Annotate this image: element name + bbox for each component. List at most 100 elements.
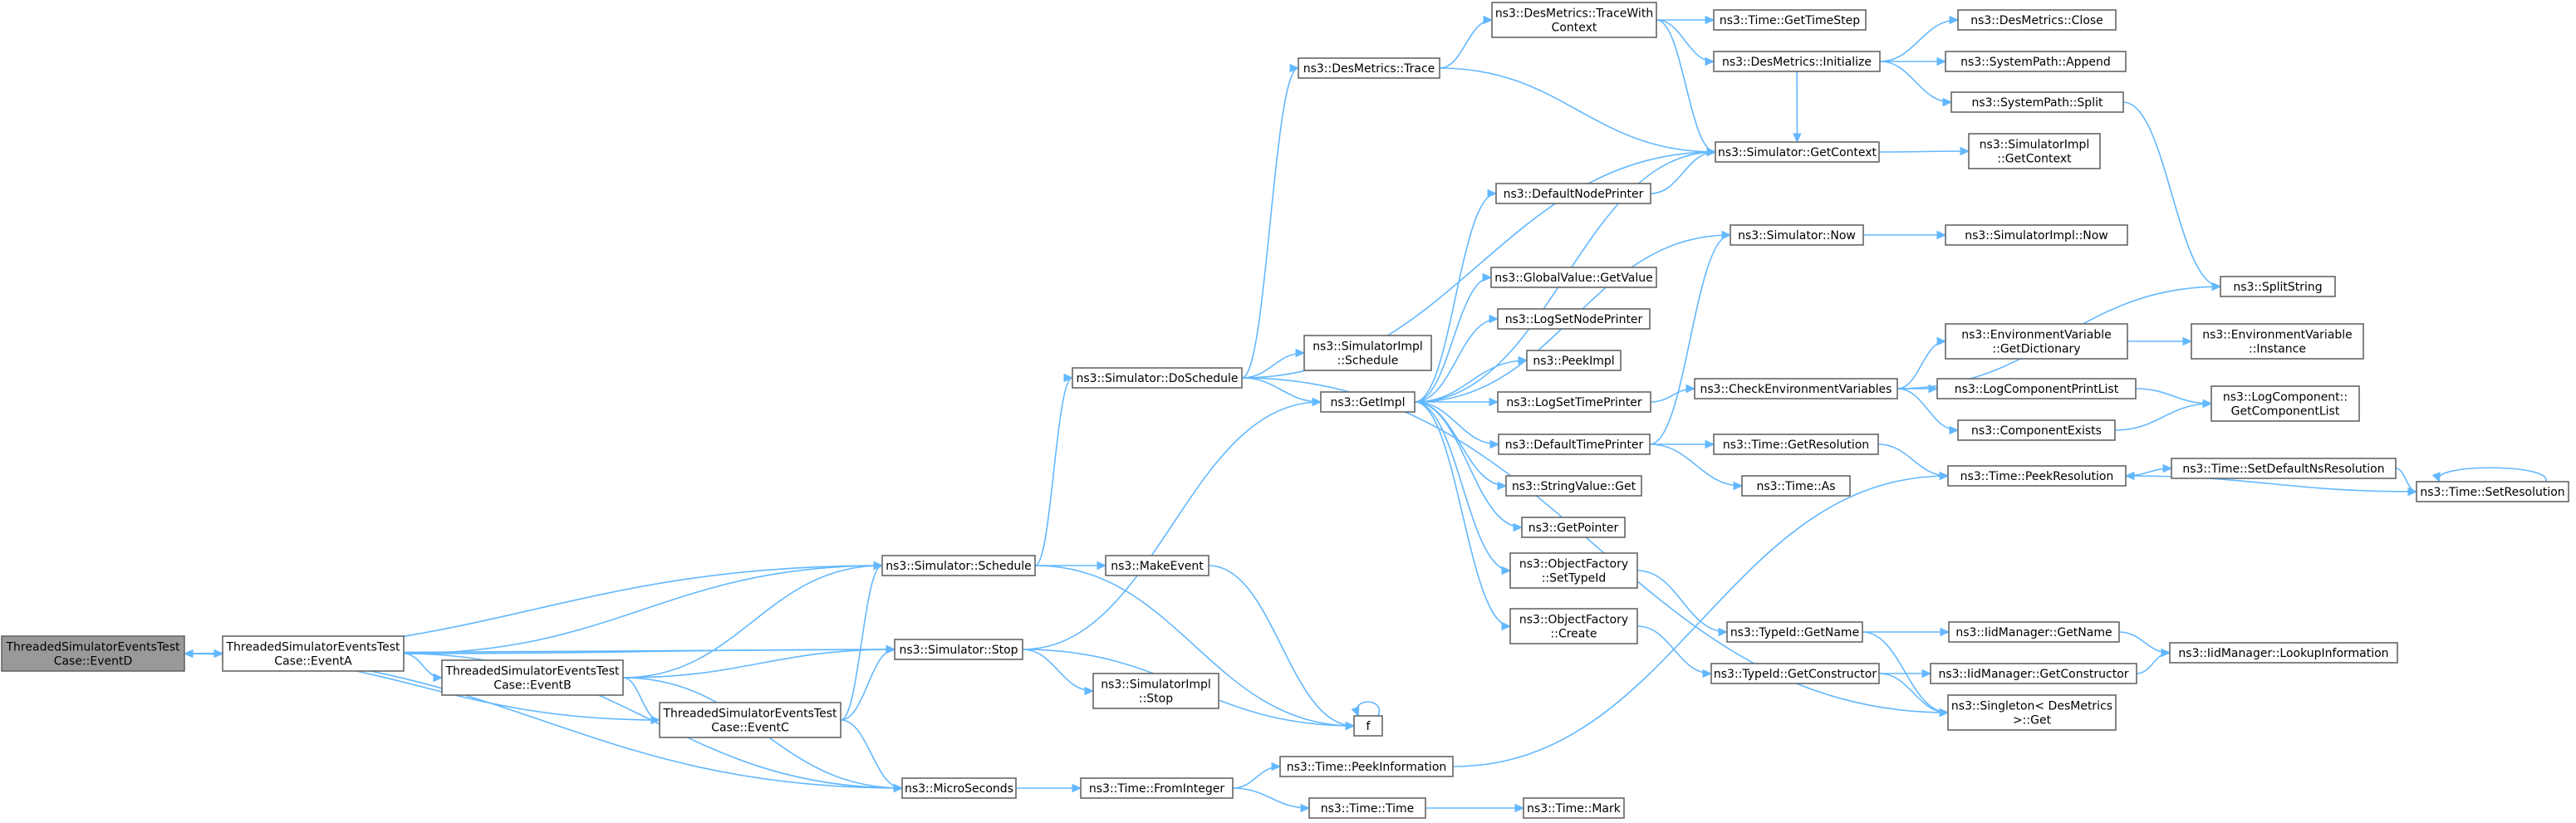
edge-line	[622, 649, 895, 678]
edge-destrace-to-getcontext	[1439, 67, 1717, 157]
node-gettimestep[interactable]: ns3::Time::GetTimeStep	[1713, 9, 1867, 31]
node-settypeid[interactable]: ns3::ObjectFactory::SetTypeId	[1509, 552, 1638, 589]
edge-stop-to-implstop	[1022, 649, 1095, 696]
node-iidlookup[interactable]: ns3::IidManager::LookupInformation	[2169, 642, 2398, 664]
node-makeevent[interactable]: ns3::MakeEvent	[1105, 555, 1209, 576]
node-label: ns3::Time::As	[1756, 480, 1835, 493]
node-typeidname[interactable]: ns3::TypeId::GetName	[1726, 621, 1863, 643]
node-pathsplit[interactable]: ns3::SystemPath::Split	[1950, 91, 2124, 113]
node-box	[1080, 777, 1234, 799]
node-schedule[interactable]: ns3::Simulator::Schedule	[881, 555, 1036, 576]
edge-deftimeprinter-to-timeas	[1649, 443, 1744, 491]
node-implschedule[interactable]: ns3::SimulatorImpl::Schedule	[1303, 335, 1432, 371]
node-getcontext[interactable]: ns3::Simulator::GetContext	[1715, 141, 1880, 163]
node-logtimeprinter[interactable]: ns3::LogSetTimePrinter	[1497, 391, 1651, 413]
node-envinstance[interactable]: ns3::EnvironmentVariable::Instance	[2191, 323, 2364, 360]
node-box	[1526, 350, 1622, 371]
node-pathappend[interactable]: ns3::SystemPath::Append	[1945, 51, 2127, 72]
edge-line	[1649, 234, 1731, 445]
node-box	[1957, 419, 2116, 441]
node-box	[1497, 391, 1651, 413]
edge-arrowhead	[1483, 15, 1494, 25]
edge-line	[622, 677, 660, 721]
node-implstop[interactable]: ns3::SimulatorImpl::Stop	[1092, 673, 1219, 709]
node-deftimeprinter[interactable]: ns3::DefaultTimePrinter	[1498, 434, 1651, 455]
node-label: ns3::Time::GetTimeStep	[1720, 14, 1860, 27]
edge-arrowhead	[1300, 803, 1311, 813]
node-peekimpl[interactable]: ns3::PeekImpl	[1526, 350, 1622, 371]
node-box	[1945, 323, 2128, 360]
edge-timetime-to-timemark	[1425, 803, 1525, 813]
node-box	[881, 555, 1036, 576]
node-label: ThreadedSimulatorEventsTest	[6, 641, 180, 654]
node-getpointer[interactable]: ns3::GetPointer	[1521, 517, 1626, 538]
node-setres[interactable]: ns3::Time::SetResolution	[2416, 481, 2569, 502]
node-getres[interactable]: ns3::Time::GetResolution	[1713, 434, 1879, 455]
edge-layer	[183, 15, 2547, 813]
node-label: ns3::Time::PeekInformation	[1287, 761, 1447, 774]
node-iidgetctor[interactable]: ns3::IidManager::GetConstructor	[1930, 663, 2137, 684]
node-timetime[interactable]: ns3::Time::Time	[1308, 797, 1426, 819]
node-stringget[interactable]: ns3::StringValue::Get	[1505, 475, 1642, 497]
node-label: Case::EventB	[493, 679, 571, 693]
node-box	[2191, 323, 2364, 360]
node-checkenv[interactable]: ns3::CheckEnvironmentVariables	[1694, 378, 1898, 399]
node-simnow[interactable]: ns3::Simulator::Now	[1730, 224, 1864, 246]
edge-simnow-to-implnow	[1862, 230, 1947, 240]
node-desinit[interactable]: ns3::DesMetrics::Initialize	[1713, 51, 1881, 72]
node-microseconds[interactable]: ns3::MicroSeconds	[901, 777, 1017, 799]
edge-arrowhead	[1705, 56, 1715, 66]
edge-arrowhead	[1489, 314, 1499, 324]
node-typeidctor[interactable]: ns3::TypeId::GetConstructor	[1710, 663, 1880, 684]
node-f[interactable]: f	[1353, 715, 1383, 737]
node-desclose[interactable]: ns3::DesMetrics::Close	[1957, 9, 2117, 31]
node-box	[222, 635, 405, 672]
edge-line	[1414, 360, 1528, 403]
edge-typeidname-to-iidgetname	[1862, 627, 1950, 637]
node-getimpl[interactable]: ns3::GetImpl	[1320, 391, 1416, 413]
node-defnodeprinter[interactable]: ns3::DefaultNodePrinter	[1495, 183, 1651, 204]
node-label: ns3::MicroSeconds	[905, 782, 1013, 796]
node-implcontext[interactable]: ns3::SimulatorImpl::GetContext	[1968, 133, 2101, 169]
edge-line	[840, 565, 883, 721]
node-compexists[interactable]: ns3::ComponentExists	[1957, 419, 2116, 441]
node-setdefres[interactable]: ns3::Time::SetDefaultNsResolution	[2171, 458, 2397, 479]
node-label: ns3::EnvironmentVariable	[1961, 329, 2112, 342]
edge-arrowhead	[893, 783, 904, 793]
node-fromint[interactable]: ns3::Time::FromInteger	[1080, 777, 1234, 799]
node-lognodeprinter[interactable]: ns3::LogSetNodePrinter	[1497, 308, 1651, 330]
edge-arrowhead	[886, 644, 896, 654]
node-label: Case::EventC	[711, 722, 789, 735]
node-singletonget[interactable]: ns3::Singleton< DesMetrics >::Get	[1947, 694, 2117, 731]
node-label: ns3::TypeId::GetName	[1730, 626, 1859, 639]
node-peekinfo[interactable]: ns3::Time::PeekInformation	[1279, 756, 1454, 777]
edge-arrowhead	[1482, 272, 1493, 282]
node-iidgetname[interactable]: ns3::IidManager::GetName	[1948, 621, 2120, 643]
node-logprintlist[interactable]: ns3::LogComponentPrintList	[1936, 378, 2137, 399]
node-globalvalue[interactable]: ns3::GlobalValue::GetValue	[1490, 267, 1657, 288]
edge-arrowhead	[2202, 399, 2213, 409]
node-getcomplist[interactable]: ns3::LogComponent::GetComponentList	[2210, 385, 2360, 422]
node-stop[interactable]: ns3::Simulator::Stop	[894, 639, 1023, 660]
node-peekres[interactable]: ns3::Time::PeekResolution	[1947, 465, 2127, 487]
node-destrace[interactable]: ns3::DesMetrics::Trace	[1298, 57, 1440, 79]
node-implnow[interactable]: ns3::SimulatorImpl::Now	[1945, 224, 2128, 246]
node-box	[2171, 458, 2397, 479]
edge-envdict-to-envinstance	[2127, 336, 2193, 346]
node-label: ns3::StringValue::Get	[1512, 480, 1636, 493]
node-timemark[interactable]: ns3::Time::Mark	[1523, 797, 1625, 819]
node-doschedule[interactable]: ns3::Simulator::DoSchedule	[1072, 367, 1243, 389]
edge-line	[403, 653, 443, 678]
edge-arrowhead	[1063, 373, 1074, 383]
node-splitstring[interactable]: ns3::SplitString	[2220, 276, 2336, 297]
node-timeas[interactable]: ns3::Time::As	[1741, 475, 1851, 497]
node-ofcreate[interactable]: ns3::ObjectFactory::Create	[1509, 608, 1638, 644]
node-box	[1710, 663, 1880, 684]
node-envdict[interactable]: ns3::EnvironmentVariable::GetDictionary	[1945, 323, 2128, 360]
edge-arrowhead	[1097, 561, 1107, 571]
